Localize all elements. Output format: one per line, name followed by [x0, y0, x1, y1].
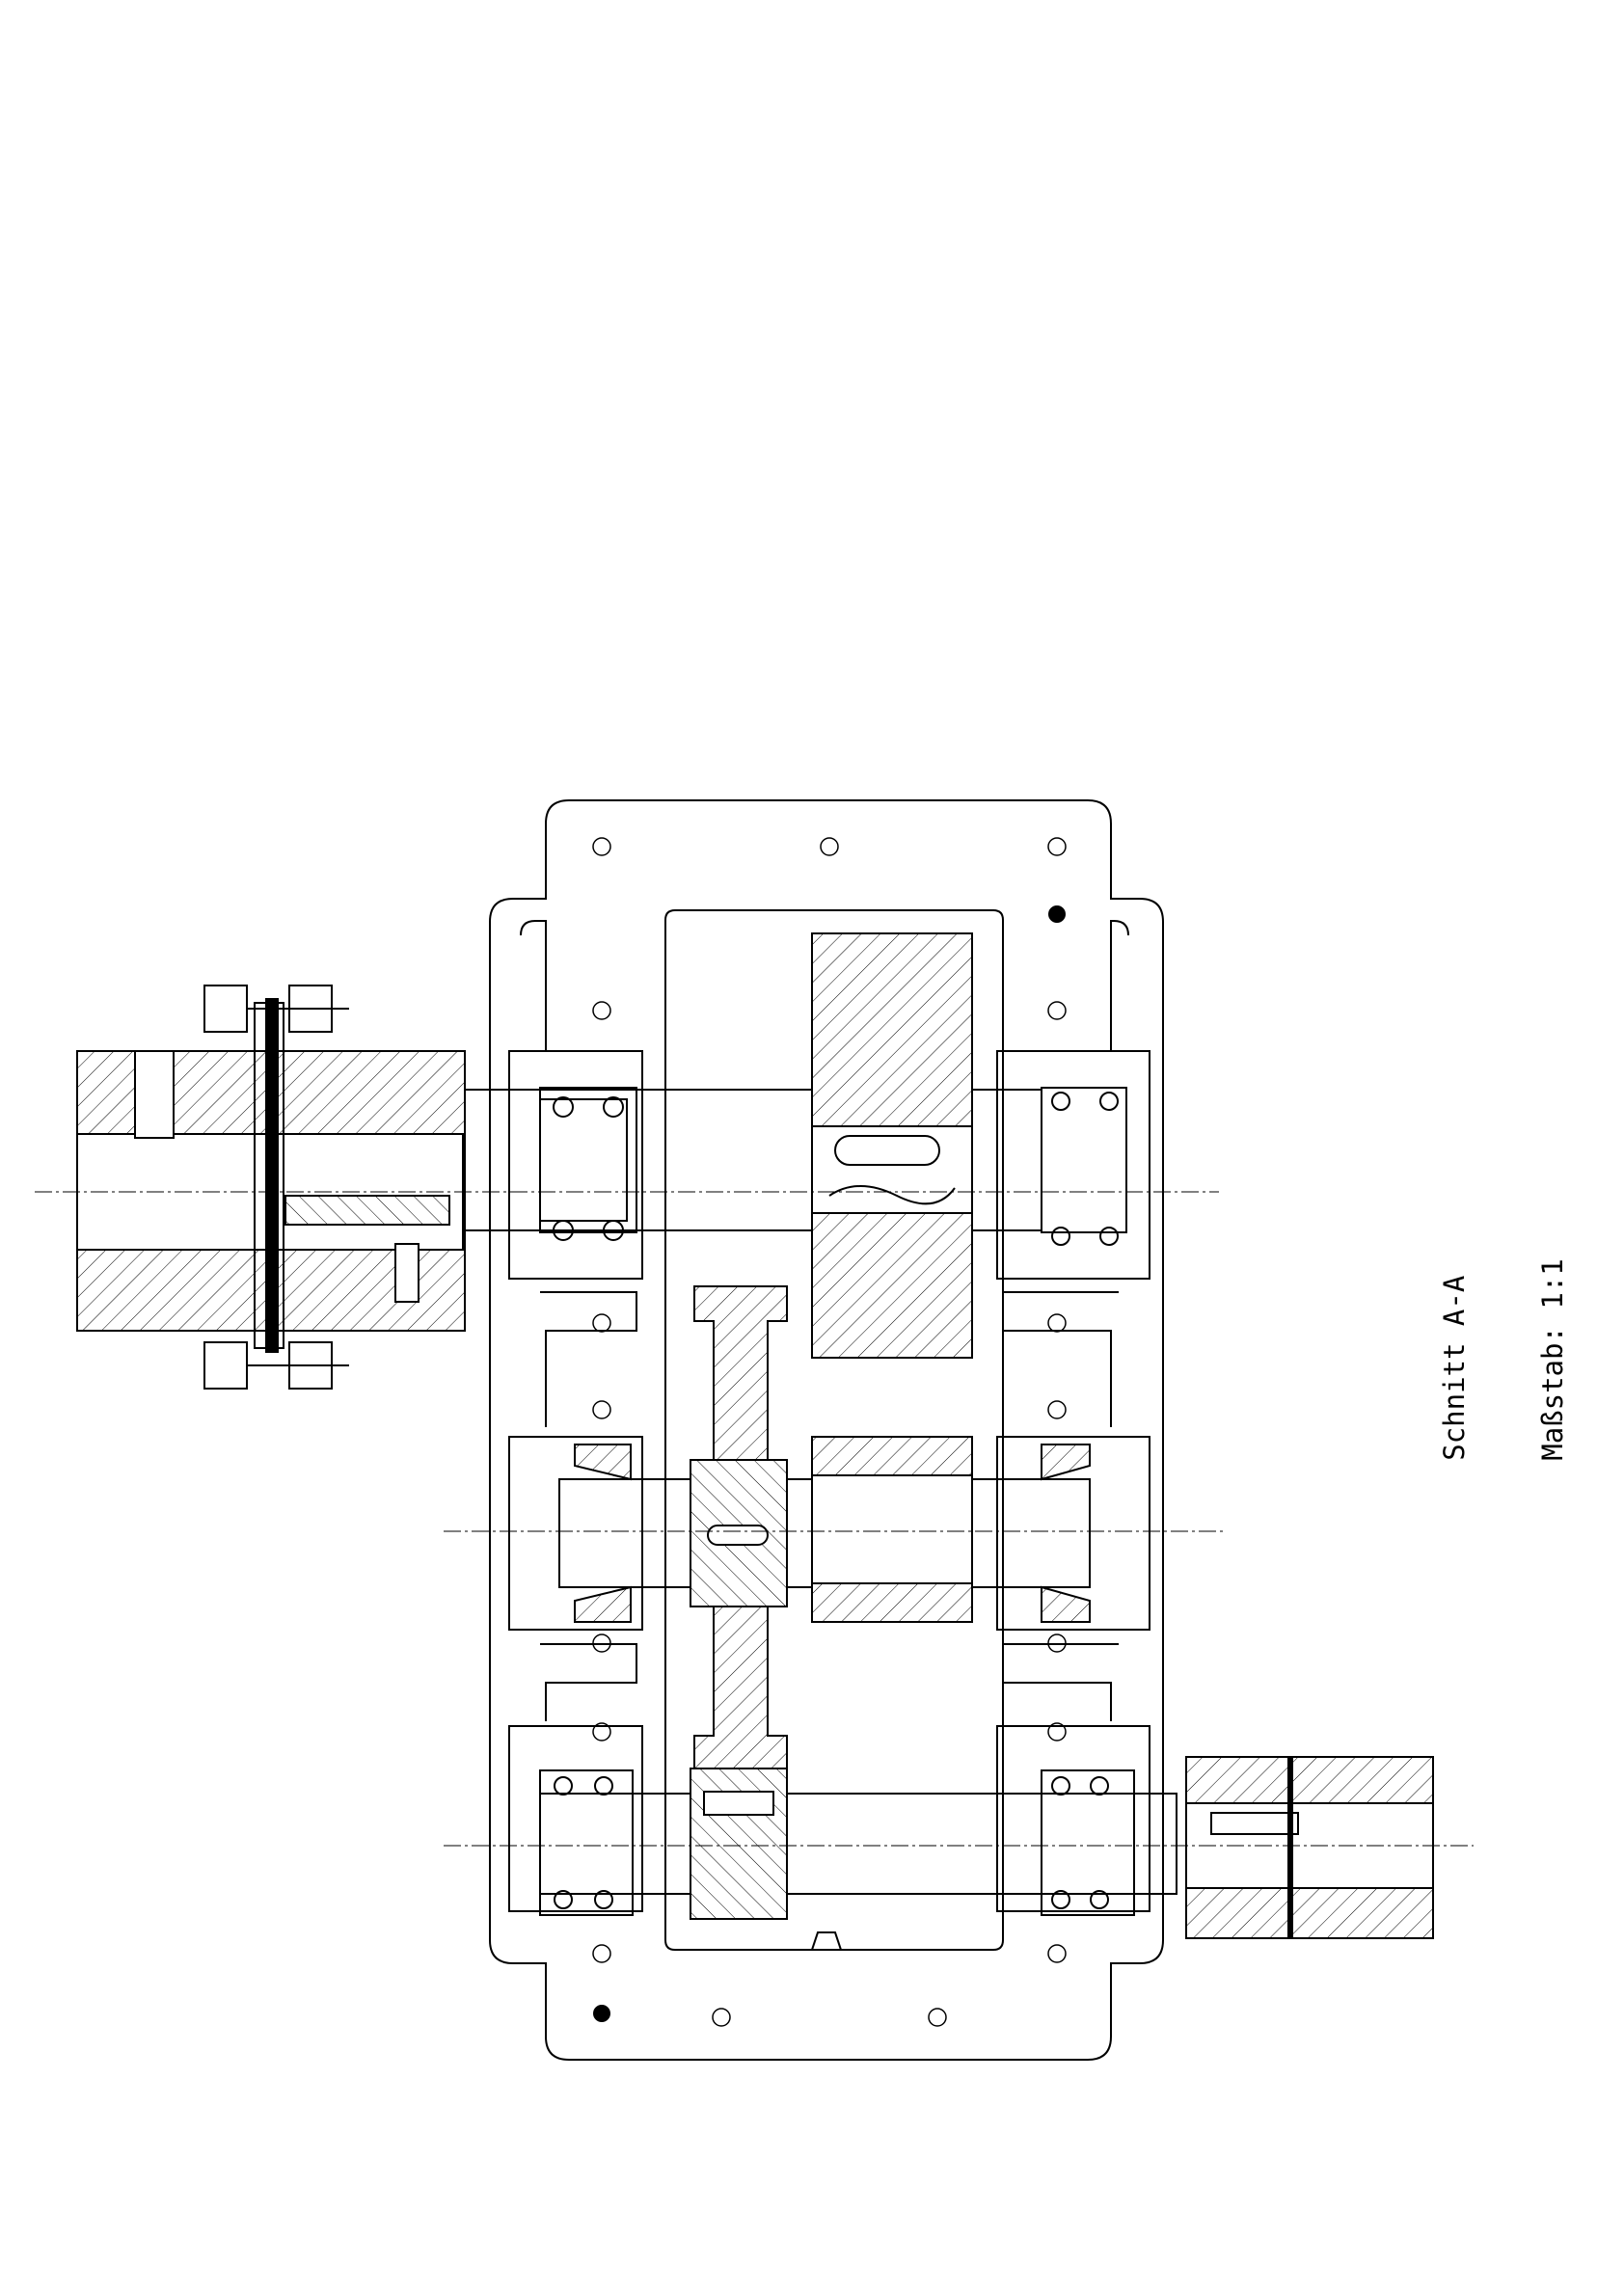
bearing-seat-mid-right	[996, 1436, 1150, 1631]
output-bearing-right	[1041, 1769, 1135, 1916]
output-shaft	[539, 1793, 1177, 1895]
bearing-seat-low-right	[996, 1725, 1150, 1912]
intermediate-bearing-right	[1041, 1444, 1091, 1481]
bearing-seat-mid-left	[508, 1436, 643, 1631]
bearing-seat-top-right	[996, 1050, 1150, 1280]
dowel-pin-marker-bottom	[593, 2005, 610, 2022]
bearing-seat-top-left	[508, 1050, 643, 1280]
intermediate-gear-web	[693, 1285, 788, 1461]
housing-bolt-holes	[592, 837, 1067, 2027]
scale-label: Maßstab: 1:1	[1536, 1258, 1569, 1461]
bearing-seat-low-left	[508, 1725, 643, 1912]
output-bearing-left	[539, 1769, 634, 1916]
coupling-bolts	[203, 985, 349, 1390]
input-bearing-left	[539, 1087, 637, 1233]
input-bearing-right	[1041, 1087, 1127, 1233]
view-caption: Schnitt A-A Maßstab: 1:1	[1372, 1258, 1602, 1461]
housing-inner-cavity	[664, 909, 1004, 1951]
dowel-pin-marker-top	[1048, 905, 1066, 923]
intermediate-bearing-left	[574, 1444, 632, 1481]
view-title: Schnitt A-A	[1438, 1275, 1471, 1461]
center-lines	[35, 1191, 1474, 1847]
housing-outer-outline	[489, 799, 1164, 2061]
